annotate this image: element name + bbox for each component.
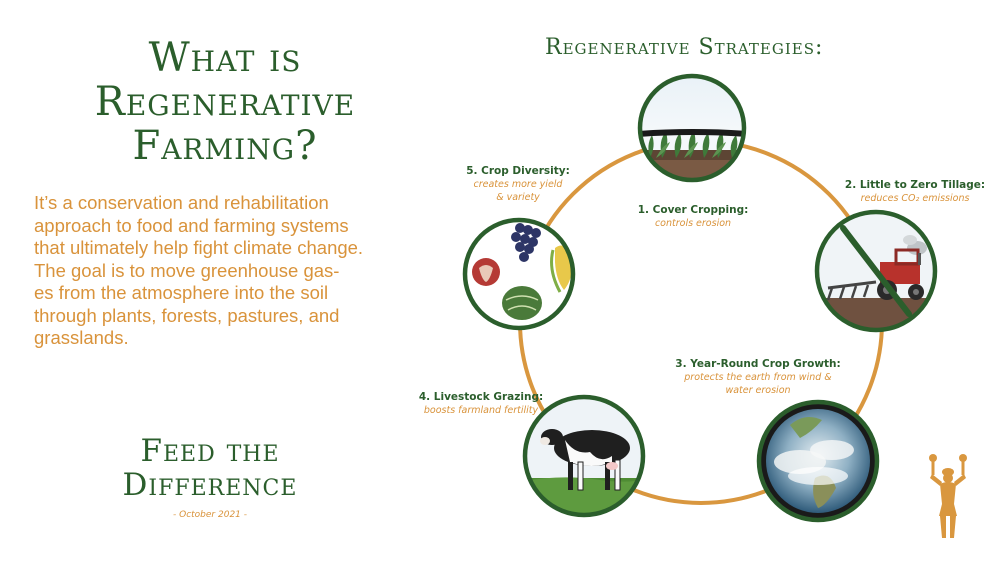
strategies-heading: Regenerative Strategies: — [545, 35, 824, 60]
brand-wordmark: Feed the Difference — [90, 434, 330, 502]
description-line-6: through plants, forests, pastures, and — [34, 304, 340, 326]
strategy-label-4: 4. Livestock Grazing: boosts farmland fe… — [411, 390, 551, 417]
brand-line-2: Difference — [122, 467, 298, 503]
description-line-2: approach to food and farming systems — [34, 214, 349, 236]
title-line-2: Regenerative — [94, 79, 356, 125]
brand-line-1: Feed the — [140, 433, 280, 469]
no-tillage-tractor-icon — [814, 209, 938, 333]
strategy-1-title: 1. Cover Cropping: — [637, 204, 749, 216]
strategy-label-3: 3. Year-Round Crop Growth: protects the … — [668, 357, 848, 397]
description-line-7: grasslands. — [34, 327, 129, 348]
strategy-5-desc-line-1: creates more yield — [473, 179, 563, 190]
strategy-3-title: 3. Year-Round Crop Growth: — [675, 358, 841, 370]
title-line-1: What is — [148, 35, 302, 81]
earth-globe-icon — [756, 399, 880, 523]
strategy-3-desc-line-1: protects the earth from wind & — [684, 372, 832, 383]
description-line-3: that ultimately help fight climate chang… — [34, 237, 364, 258]
mascot-figure-icon — [929, 454, 967, 538]
strategy-5-title: 5. Crop Diversity: — [466, 165, 570, 177]
description-line-4: The goal is to move greenhouse gas- — [34, 259, 340, 281]
strategy-4-desc: boosts farmland fertility — [423, 405, 539, 416]
strategy-label-1: 1. Cover Cropping: controls erosion — [628, 203, 758, 230]
description-line-1: It’s a conservation and rehabilitation — [34, 192, 329, 213]
strategy-1-desc: controls erosion — [654, 218, 732, 229]
strategy-5-desc-line-2: & variety — [496, 192, 540, 203]
brand-date: - October 2021 - — [173, 510, 247, 520]
title-line-3: Farming? — [132, 123, 318, 169]
cover-crop-icon — [637, 73, 747, 183]
description-paragraph: It’s a conservation and rehabilitation a… — [34, 192, 414, 350]
strategy-2-title: 2. Little to Zero Tillage: — [844, 179, 986, 191]
produce-icon — [462, 217, 576, 331]
strategy-2-desc: reduces CO₂ emissions — [860, 193, 970, 204]
strategy-label-5: 5. Crop Diversity: creates more yield & … — [458, 164, 578, 204]
strategy-4-title: 4. Livestock Grazing: — [418, 391, 544, 403]
strategy-3-desc-line-2: water erosion — [725, 385, 791, 396]
description-line-5: es from the atmosphere into the soil — [34, 282, 329, 303]
page-title: What is Regenerative Farming? — [40, 36, 410, 168]
strategy-label-2: 2. Little to Zero Tillage: reduces CO₂ e… — [840, 178, 990, 205]
